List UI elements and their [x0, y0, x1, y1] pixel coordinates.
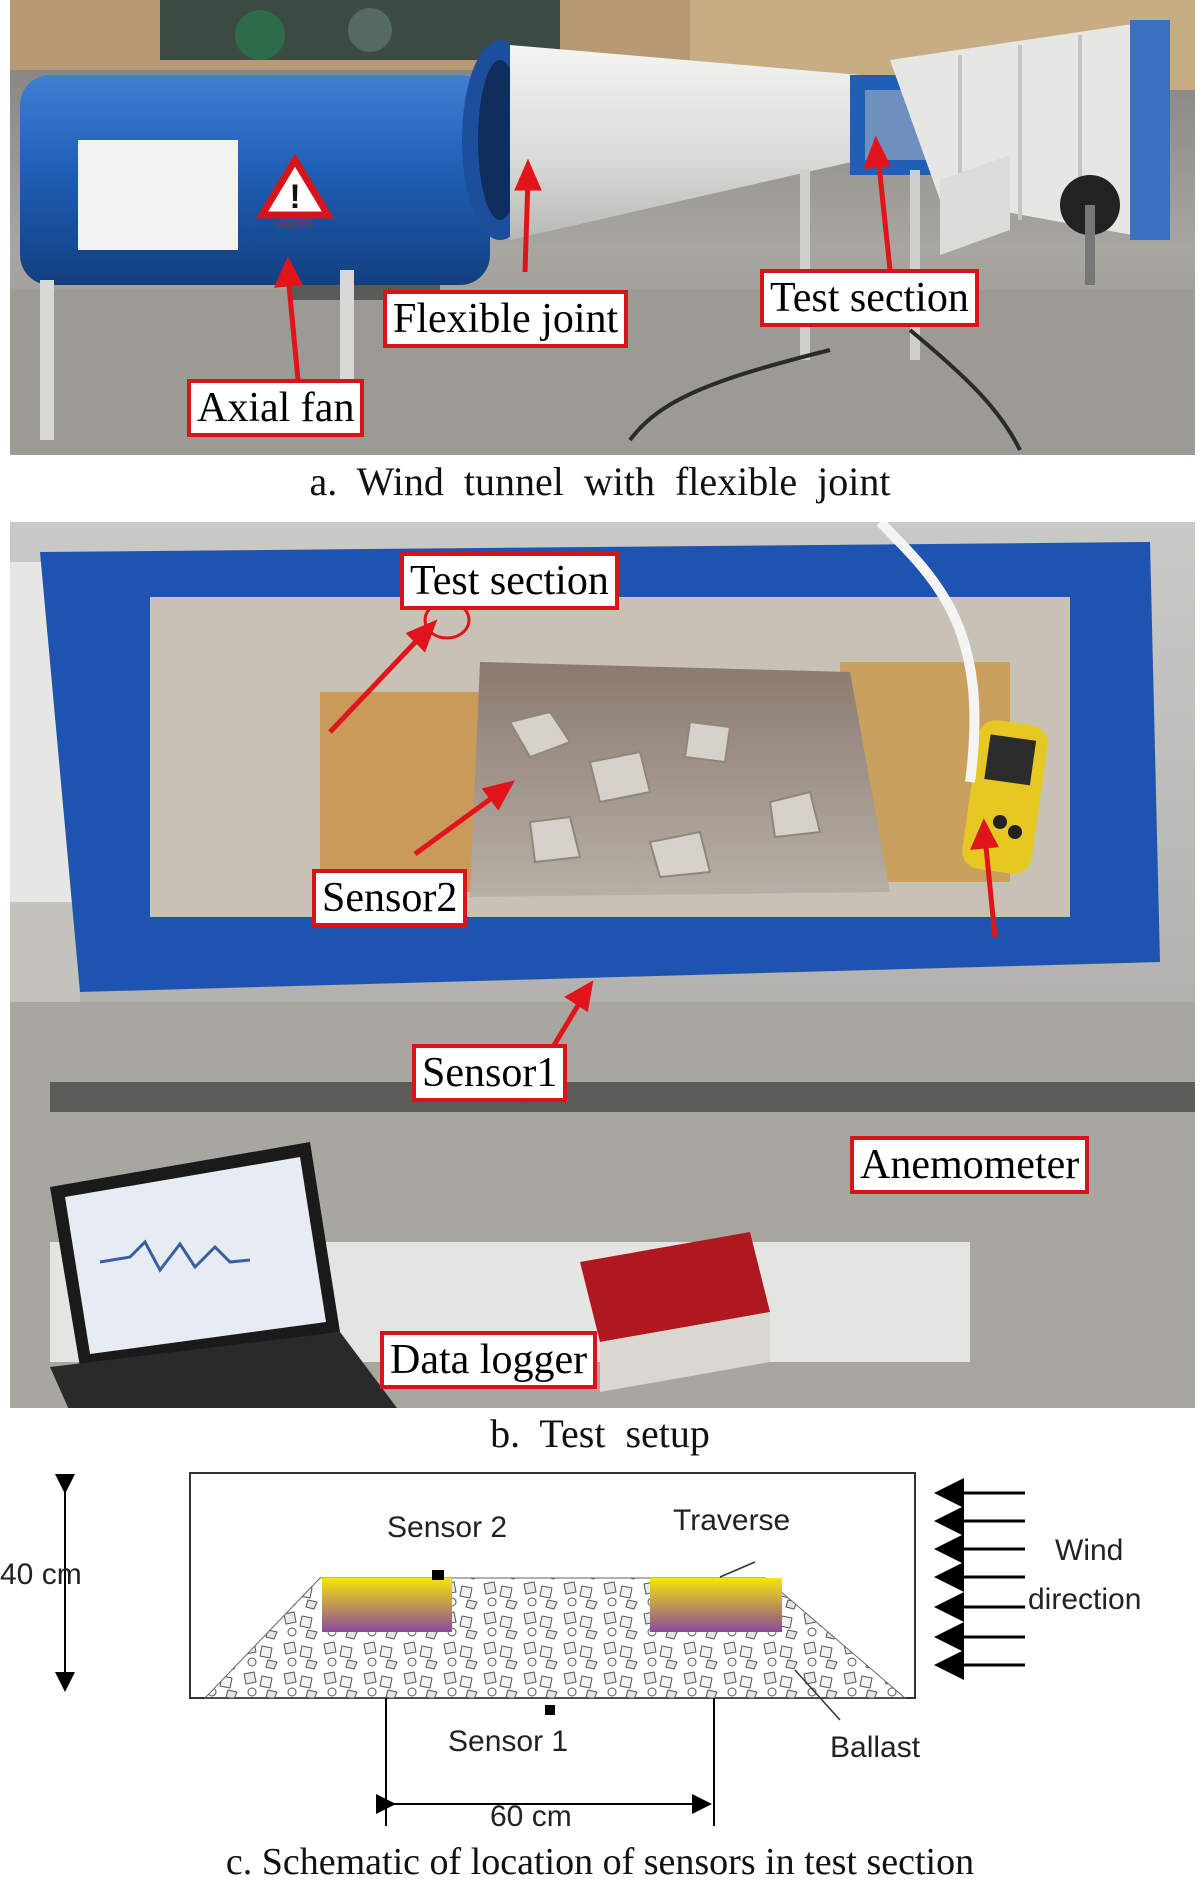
arrow-anemometer	[970, 818, 999, 938]
traverse-left	[322, 1578, 452, 1632]
wind-label-line1: Wind	[1055, 1534, 1123, 1567]
notice-paper	[78, 140, 238, 250]
traverse-label: Traverse	[673, 1504, 790, 1537]
label-test-section-a: Test section	[760, 269, 979, 327]
label-sensor1: Sensor1	[412, 1044, 568, 1102]
arrow-test-section	[863, 135, 893, 271]
label-sensor2: Sensor2	[312, 869, 468, 927]
label-flexible-joint: Flexible joint	[383, 290, 629, 348]
arrow-sensor2	[328, 619, 438, 734]
svg-text:!: !	[289, 178, 300, 216]
ballast-label: Ballast	[830, 1731, 921, 1764]
arrow-axial-fan	[274, 256, 303, 381]
caption-c: c. Schematic of location of sensors in t…	[225, 1841, 975, 1883]
sensor1-marker	[545, 1705, 555, 1715]
arrow-flexible-joint	[514, 158, 542, 273]
height-label: 40 cm	[0, 1558, 82, 1591]
caption-b: b. Test setup	[490, 1411, 710, 1456]
label-anemometer: Anemometer	[850, 1136, 1090, 1194]
data-logger-device-icon	[580, 1232, 770, 1392]
schematic-sensor1-label: Sensor 1	[448, 1725, 568, 1758]
caption-a: a. Wind tunnel with flexible joint	[309, 459, 891, 504]
traverse-right	[650, 1578, 782, 1632]
warning-triangle-icon: !	[255, 153, 335, 219]
wind-label-line2: direction	[1028, 1583, 1141, 1616]
label-axial-fan: Axial fan	[187, 379, 365, 437]
label-data-logger: Data logger	[380, 1331, 598, 1389]
sensor-location-schematic: 40 cm 60 cm Sensor 2 Traverse Sensor 1 B…	[0, 1472, 1141, 1833]
sensor2-marker	[432, 1570, 444, 1580]
laptop-icon	[50, 1142, 397, 1408]
spacing-label: 60 cm	[490, 1800, 572, 1833]
test-setup-photo	[10, 522, 1195, 1408]
arrow-sensor1	[413, 780, 515, 857]
label-test-section-b: Test section	[400, 552, 619, 610]
wind-direction-arrows	[934, 1478, 1025, 1680]
schematic-sensor2-label: Sensor 2	[387, 1511, 507, 1544]
danger-sign-text: DANGER	[278, 221, 312, 230]
